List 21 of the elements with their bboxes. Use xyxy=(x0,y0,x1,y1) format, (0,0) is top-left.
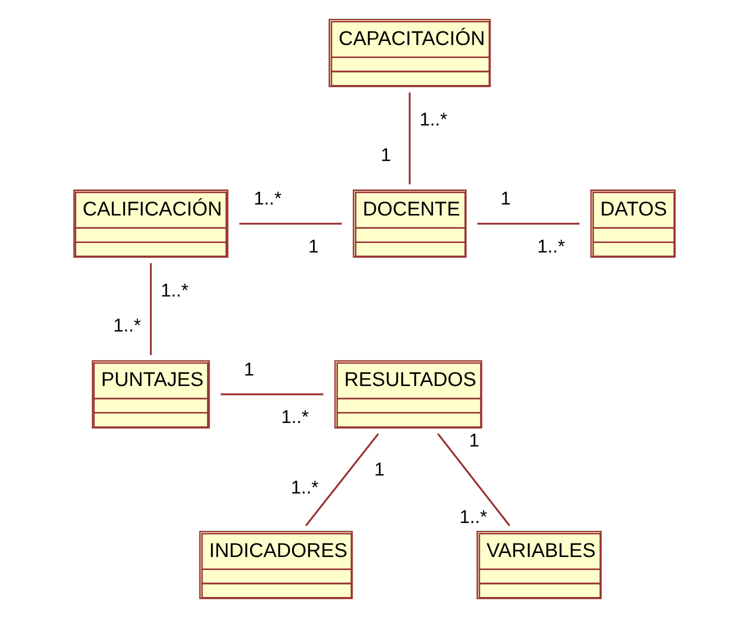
label: 1..* xyxy=(281,406,309,427)
connector xyxy=(437,433,510,526)
connector xyxy=(408,92,411,184)
connector xyxy=(220,393,324,396)
label: 1 xyxy=(380,144,392,165)
label: 1..* xyxy=(460,506,488,527)
connector xyxy=(477,222,580,225)
connector xyxy=(239,222,342,225)
label: 1..* xyxy=(290,476,319,498)
label: 1 xyxy=(244,358,254,380)
connector xyxy=(305,433,379,526)
label: 1..* xyxy=(420,108,448,130)
label: 1 xyxy=(374,458,385,480)
label: 1..* xyxy=(113,314,141,336)
label: 1 xyxy=(468,429,480,450)
label: 1 xyxy=(308,235,319,256)
label: 1 xyxy=(500,188,511,209)
label: 1..* xyxy=(160,279,188,300)
label: 1..* xyxy=(254,188,282,209)
label: 1..* xyxy=(537,235,565,256)
connector xyxy=(150,263,152,355)
